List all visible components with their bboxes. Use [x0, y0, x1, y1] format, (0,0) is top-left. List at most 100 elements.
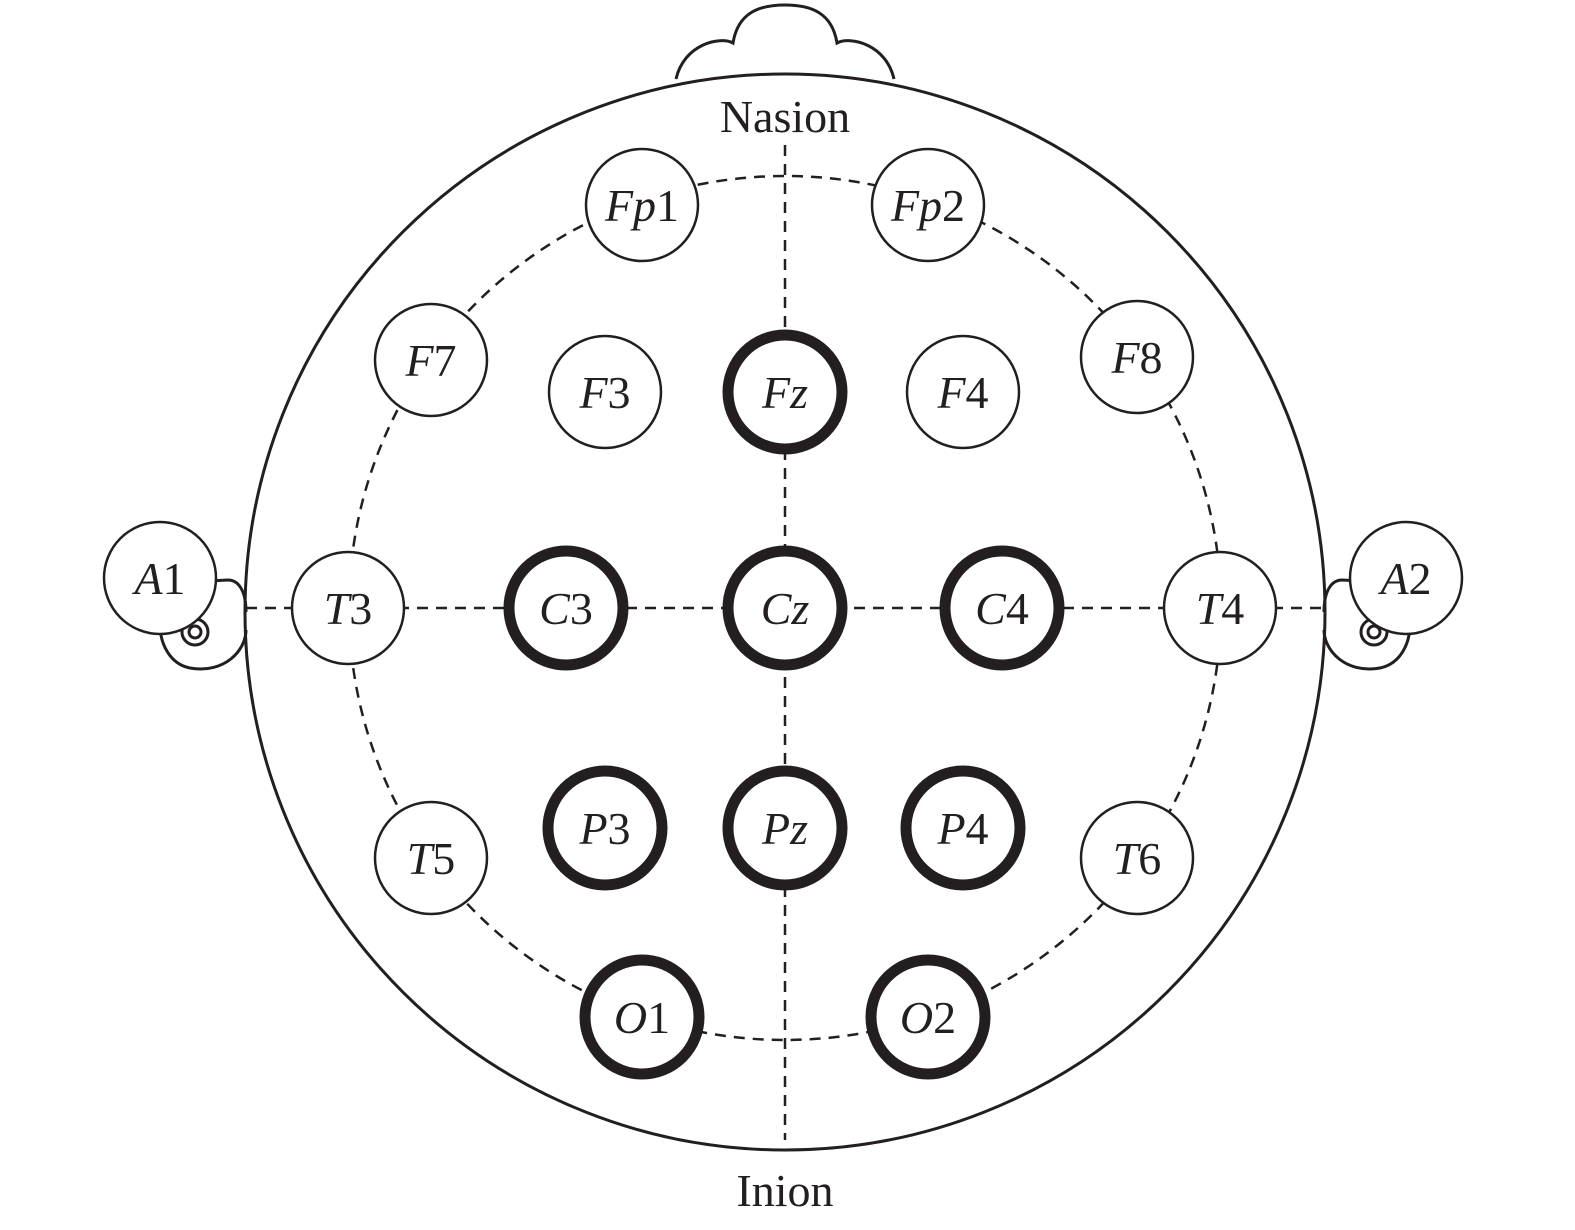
electrode-circle	[579, 954, 705, 1080]
electrode-label-letters: Pz	[761, 803, 808, 854]
electrode-f8: F8	[1079, 299, 1195, 415]
electrode-label-letters: T	[407, 833, 436, 884]
electrode-p3: P3	[542, 765, 668, 891]
electrode-cz: Cz	[722, 545, 848, 671]
electrode-c3: C3	[503, 545, 629, 671]
electrode-label-letters: Fp	[604, 180, 656, 231]
electrode-label: C4	[975, 583, 1029, 634]
electrode-circle	[939, 545, 1065, 671]
electrode-circle	[722, 765, 848, 891]
electrode-label-number: 3	[608, 367, 631, 418]
electrode-label-letters: C	[975, 583, 1007, 634]
electrode-label-number: 2	[1409, 553, 1432, 604]
electrode-label-letters: P	[578, 803, 607, 854]
electrode-o2: O2	[865, 954, 991, 1080]
electrode-label-letters: F	[578, 367, 608, 418]
electrode-pz: Pz	[722, 765, 848, 891]
electrode-label-number: 1	[647, 992, 670, 1043]
electrode-fp1: Fp1	[584, 147, 700, 263]
electrode-fp2: Fp2	[870, 147, 986, 263]
electrode-label-number: 8	[1140, 332, 1163, 383]
electrode-f3: F3	[547, 334, 663, 450]
electrode-t4: T4	[1162, 550, 1278, 666]
electrode-f7: F7	[373, 302, 489, 418]
electrode-circle	[102, 520, 218, 636]
electrode-label-number: 2	[942, 180, 965, 231]
electrode-label: A2	[1377, 553, 1431, 604]
electrode-circle	[373, 302, 489, 418]
electrode-label: O1	[614, 992, 670, 1043]
electrode-circle	[584, 147, 700, 263]
electrode-label: O2	[900, 992, 956, 1043]
electrode-label-letters: T	[324, 583, 353, 634]
electrode-label: P3	[578, 803, 630, 854]
inion-label: Inion	[736, 1165, 833, 1216]
nasion-label: Nasion	[720, 91, 850, 142]
electrode-label: F7	[404, 335, 456, 386]
electrode-label-number: 4	[1006, 583, 1029, 634]
electrode-label: Fp1	[604, 180, 679, 231]
electrode-label-letters: A	[1377, 553, 1409, 604]
electrode-p4: P4	[900, 765, 1026, 891]
electrode-label-number: 3	[608, 803, 631, 854]
electrode-label-number: 5	[432, 833, 455, 884]
electrode-label: T4	[1196, 583, 1245, 634]
electrode-circle	[905, 334, 1021, 450]
electrode-label: P4	[936, 803, 988, 854]
electrode-label-letters: F	[936, 367, 966, 418]
electrode-circle	[373, 800, 489, 916]
electrode-label-letters: T	[1196, 583, 1225, 634]
electrode-label-letters: F	[1110, 332, 1140, 383]
electrode-label-letters: Fz	[761, 367, 808, 418]
electrode-label-number: 2	[933, 992, 956, 1043]
electrode-t6: T6	[1079, 800, 1195, 916]
electrode-label-number: 4	[1221, 583, 1244, 634]
electrode-circle	[900, 765, 1026, 891]
electrode-label-number: 3	[349, 583, 372, 634]
electrode-circle	[1079, 800, 1195, 916]
electrode-label: A1	[131, 553, 185, 604]
electrode-f4: F4	[905, 334, 1021, 450]
electrode-label-number: 4	[966, 803, 989, 854]
electrode-c4: C4	[939, 545, 1065, 671]
electrode-label-number: 3	[570, 583, 593, 634]
electrode-label-letters: T	[1113, 833, 1142, 884]
electrode-label: C3	[539, 583, 593, 634]
electrode-circle	[542, 765, 668, 891]
electrode-label-number: 6	[1138, 833, 1161, 884]
electrode-circle	[1079, 299, 1195, 415]
electrode-label-letters: Cz	[761, 583, 810, 634]
electrode-label: Fz	[761, 367, 808, 418]
electrode-circle	[1348, 520, 1464, 636]
electrode-label-number: 1	[656, 180, 679, 231]
electrode-label-letters: A	[131, 553, 163, 604]
electrode-fz: Fz	[722, 329, 848, 455]
electrode-label: Cz	[761, 583, 810, 634]
electrode-circle	[547, 334, 663, 450]
electrode-label-letters: Fp	[890, 180, 942, 231]
electrode-label-letters: O	[614, 992, 647, 1043]
electrode-circle	[503, 545, 629, 671]
electrode-circle	[722, 545, 848, 671]
electrode-circle	[1162, 550, 1278, 666]
electrode-circle	[870, 147, 986, 263]
nose-outline	[674, 3, 896, 80]
electrode-label: Pz	[761, 803, 808, 854]
electrode-circle	[290, 550, 406, 666]
electrode-label: T3	[324, 583, 373, 634]
electrode-label-number: 7	[434, 335, 457, 386]
electrode-label: Fp2	[890, 180, 965, 231]
head-outline	[243, 72, 1327, 1152]
electrode-label: T6	[1113, 833, 1162, 884]
electrode-a2: A2	[1348, 520, 1464, 636]
electrode-label-letters: P	[936, 803, 965, 854]
electrode-label: F4	[936, 367, 988, 418]
electrode-label: T5	[407, 833, 456, 884]
electrode-label-number: 4	[966, 367, 989, 418]
electrode-label: F3	[578, 367, 630, 418]
electrode-t5: T5	[373, 800, 489, 916]
electrode-circle	[865, 954, 991, 1080]
electrode-label-number: 1	[163, 553, 186, 604]
